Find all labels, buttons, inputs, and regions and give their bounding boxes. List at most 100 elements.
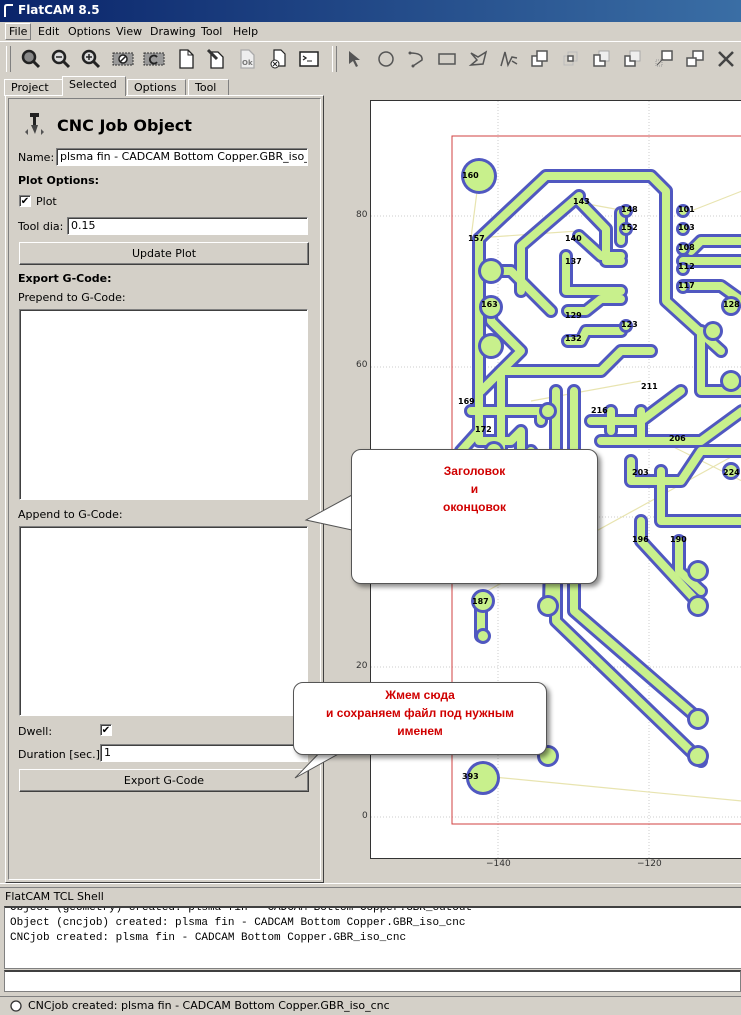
pad-label: 203 [632, 468, 649, 477]
trace-fill [575, 232, 625, 260]
window-title: FlatCAM 8.5 [18, 3, 100, 17]
arc-icon[interactable] [405, 48, 427, 70]
zoom-out-icon[interactable] [50, 48, 72, 70]
shell-output[interactable]: Object (geometry) created: plsma fin - C… [4, 906, 741, 969]
pad-label: 140 [565, 234, 582, 243]
panel-title: CNC Job Object [57, 116, 192, 135]
zoom-fit-icon[interactable] [20, 48, 42, 70]
pad [481, 261, 501, 281]
pad [482, 298, 500, 316]
splitter-handle[interactable] [0, 883, 741, 888]
pad-label: 129 [565, 311, 582, 320]
callout-2-line-2: и сохраняем файл под нужным [326, 706, 514, 720]
dwell-checkbox[interactable]: ✔ [100, 724, 112, 736]
tab-project[interactable]: Project [4, 79, 64, 96]
pad [679, 245, 687, 253]
trace-fill [575, 197, 625, 265]
clear-plot-icon[interactable] [112, 48, 134, 70]
pad [481, 336, 501, 356]
pad-label: 117 [678, 281, 695, 290]
menu-help[interactable]: Help [233, 25, 259, 38]
toolbar-grip-2[interactable] [332, 46, 337, 72]
x-tick-minus120: −120 [637, 859, 662, 869]
move-icon[interactable] [653, 48, 675, 70]
menu-drawing[interactable]: Drawing [150, 25, 196, 38]
callout-2-line-1: Жмем сюда [385, 688, 455, 702]
zoom-in-icon[interactable] [80, 48, 102, 70]
callout-1-line-1: Заголовок [443, 464, 506, 478]
cnc-job-icon [25, 113, 44, 135]
name-input[interactable]: plsma fin - CADCAM Bottom Copper.GBR_iso… [56, 148, 308, 166]
pad [622, 207, 630, 215]
prepend-label: Prepend to G-Code: [18, 291, 126, 304]
append-label: Append to G-Code: [18, 508, 123, 521]
tool-dia-input[interactable]: 0.15 [67, 217, 308, 235]
tab-tool[interactable]: Tool [188, 79, 229, 96]
ok-icon[interactable]: Ok [236, 48, 258, 70]
union-icon[interactable] [529, 48, 551, 70]
callout-1-line-2: и [470, 482, 479, 496]
duration-label: Duration [sec.]: [18, 748, 104, 761]
plot-options-label: Plot Options: [18, 174, 100, 187]
select-arrow-icon[interactable] [344, 48, 366, 70]
pad [469, 764, 497, 792]
pad-label: 137 [565, 257, 582, 266]
prepend-textarea[interactable] [19, 309, 308, 500]
pad [725, 465, 737, 477]
menu-view[interactable]: View [116, 25, 143, 38]
y-tick-80: 80 [356, 210, 368, 220]
replot-icon[interactable] [143, 48, 165, 70]
ratsnest-line [530, 380, 642, 402]
callout-1-line-3: оконцовок [442, 500, 507, 514]
pad [690, 563, 706, 579]
tab-options[interactable]: Options [127, 79, 186, 96]
shell-input[interactable] [4, 970, 741, 992]
trace-fill [477, 347, 655, 395]
menu-edit[interactable]: Edit [38, 25, 60, 38]
pad [690, 711, 706, 727]
pad [679, 225, 687, 233]
pad-label: 196 [632, 535, 649, 544]
trace-fill [687, 237, 741, 255]
status-text: CNCjob created: plsma fin - CADCAM Botto… [28, 999, 390, 1012]
copy-icon[interactable] [684, 48, 706, 70]
cut-icon[interactable] [622, 48, 644, 70]
pad [540, 598, 556, 614]
pad [724, 299, 738, 313]
pad-label: 112 [678, 262, 695, 271]
pad-label: 211 [641, 382, 658, 391]
path-icon[interactable] [498, 48, 520, 70]
toolbar-grip[interactable] [6, 46, 11, 72]
rectangle-icon[interactable] [436, 48, 458, 70]
pad-label: 224 [723, 468, 740, 477]
plot-checkbox[interactable]: ✔ [19, 195, 31, 207]
delete-file-icon[interactable] [267, 48, 289, 70]
menu-options[interactable]: Options [68, 25, 111, 38]
pad [690, 598, 706, 614]
shell-line: CNCjob created: plsma fin - CADCAM Botto… [10, 932, 407, 944]
status-indicator-icon [10, 1000, 22, 1012]
delete-icon[interactable] [715, 48, 737, 70]
pad-label: 393 [462, 772, 479, 781]
subtract-icon[interactable] [591, 48, 613, 70]
update-plot-button[interactable]: Update Plot [19, 242, 309, 265]
shell-icon[interactable] [298, 48, 320, 70]
ratsnest-line [690, 190, 741, 212]
pad-label: 123 [621, 320, 638, 329]
toolbar: Ok [0, 41, 741, 76]
edit-file-icon[interactable] [205, 48, 227, 70]
append-textarea[interactable] [19, 526, 308, 716]
export-gcode-button[interactable]: Export G-Code [19, 769, 309, 792]
polygon-icon[interactable] [467, 48, 489, 70]
duration-input[interactable]: 1 [100, 744, 308, 762]
intersection-icon[interactable] [560, 48, 582, 70]
tab-selected[interactable]: Selected [62, 76, 126, 96]
menu-tool[interactable]: Tool [201, 25, 223, 38]
pad [679, 265, 687, 273]
plot-checkbox-label: Plot [36, 195, 57, 208]
menu-file[interactable]: File [5, 23, 32, 40]
new-file-icon[interactable] [175, 48, 197, 70]
circle-icon[interactable] [375, 48, 397, 70]
y-tick-20: 20 [356, 661, 368, 671]
